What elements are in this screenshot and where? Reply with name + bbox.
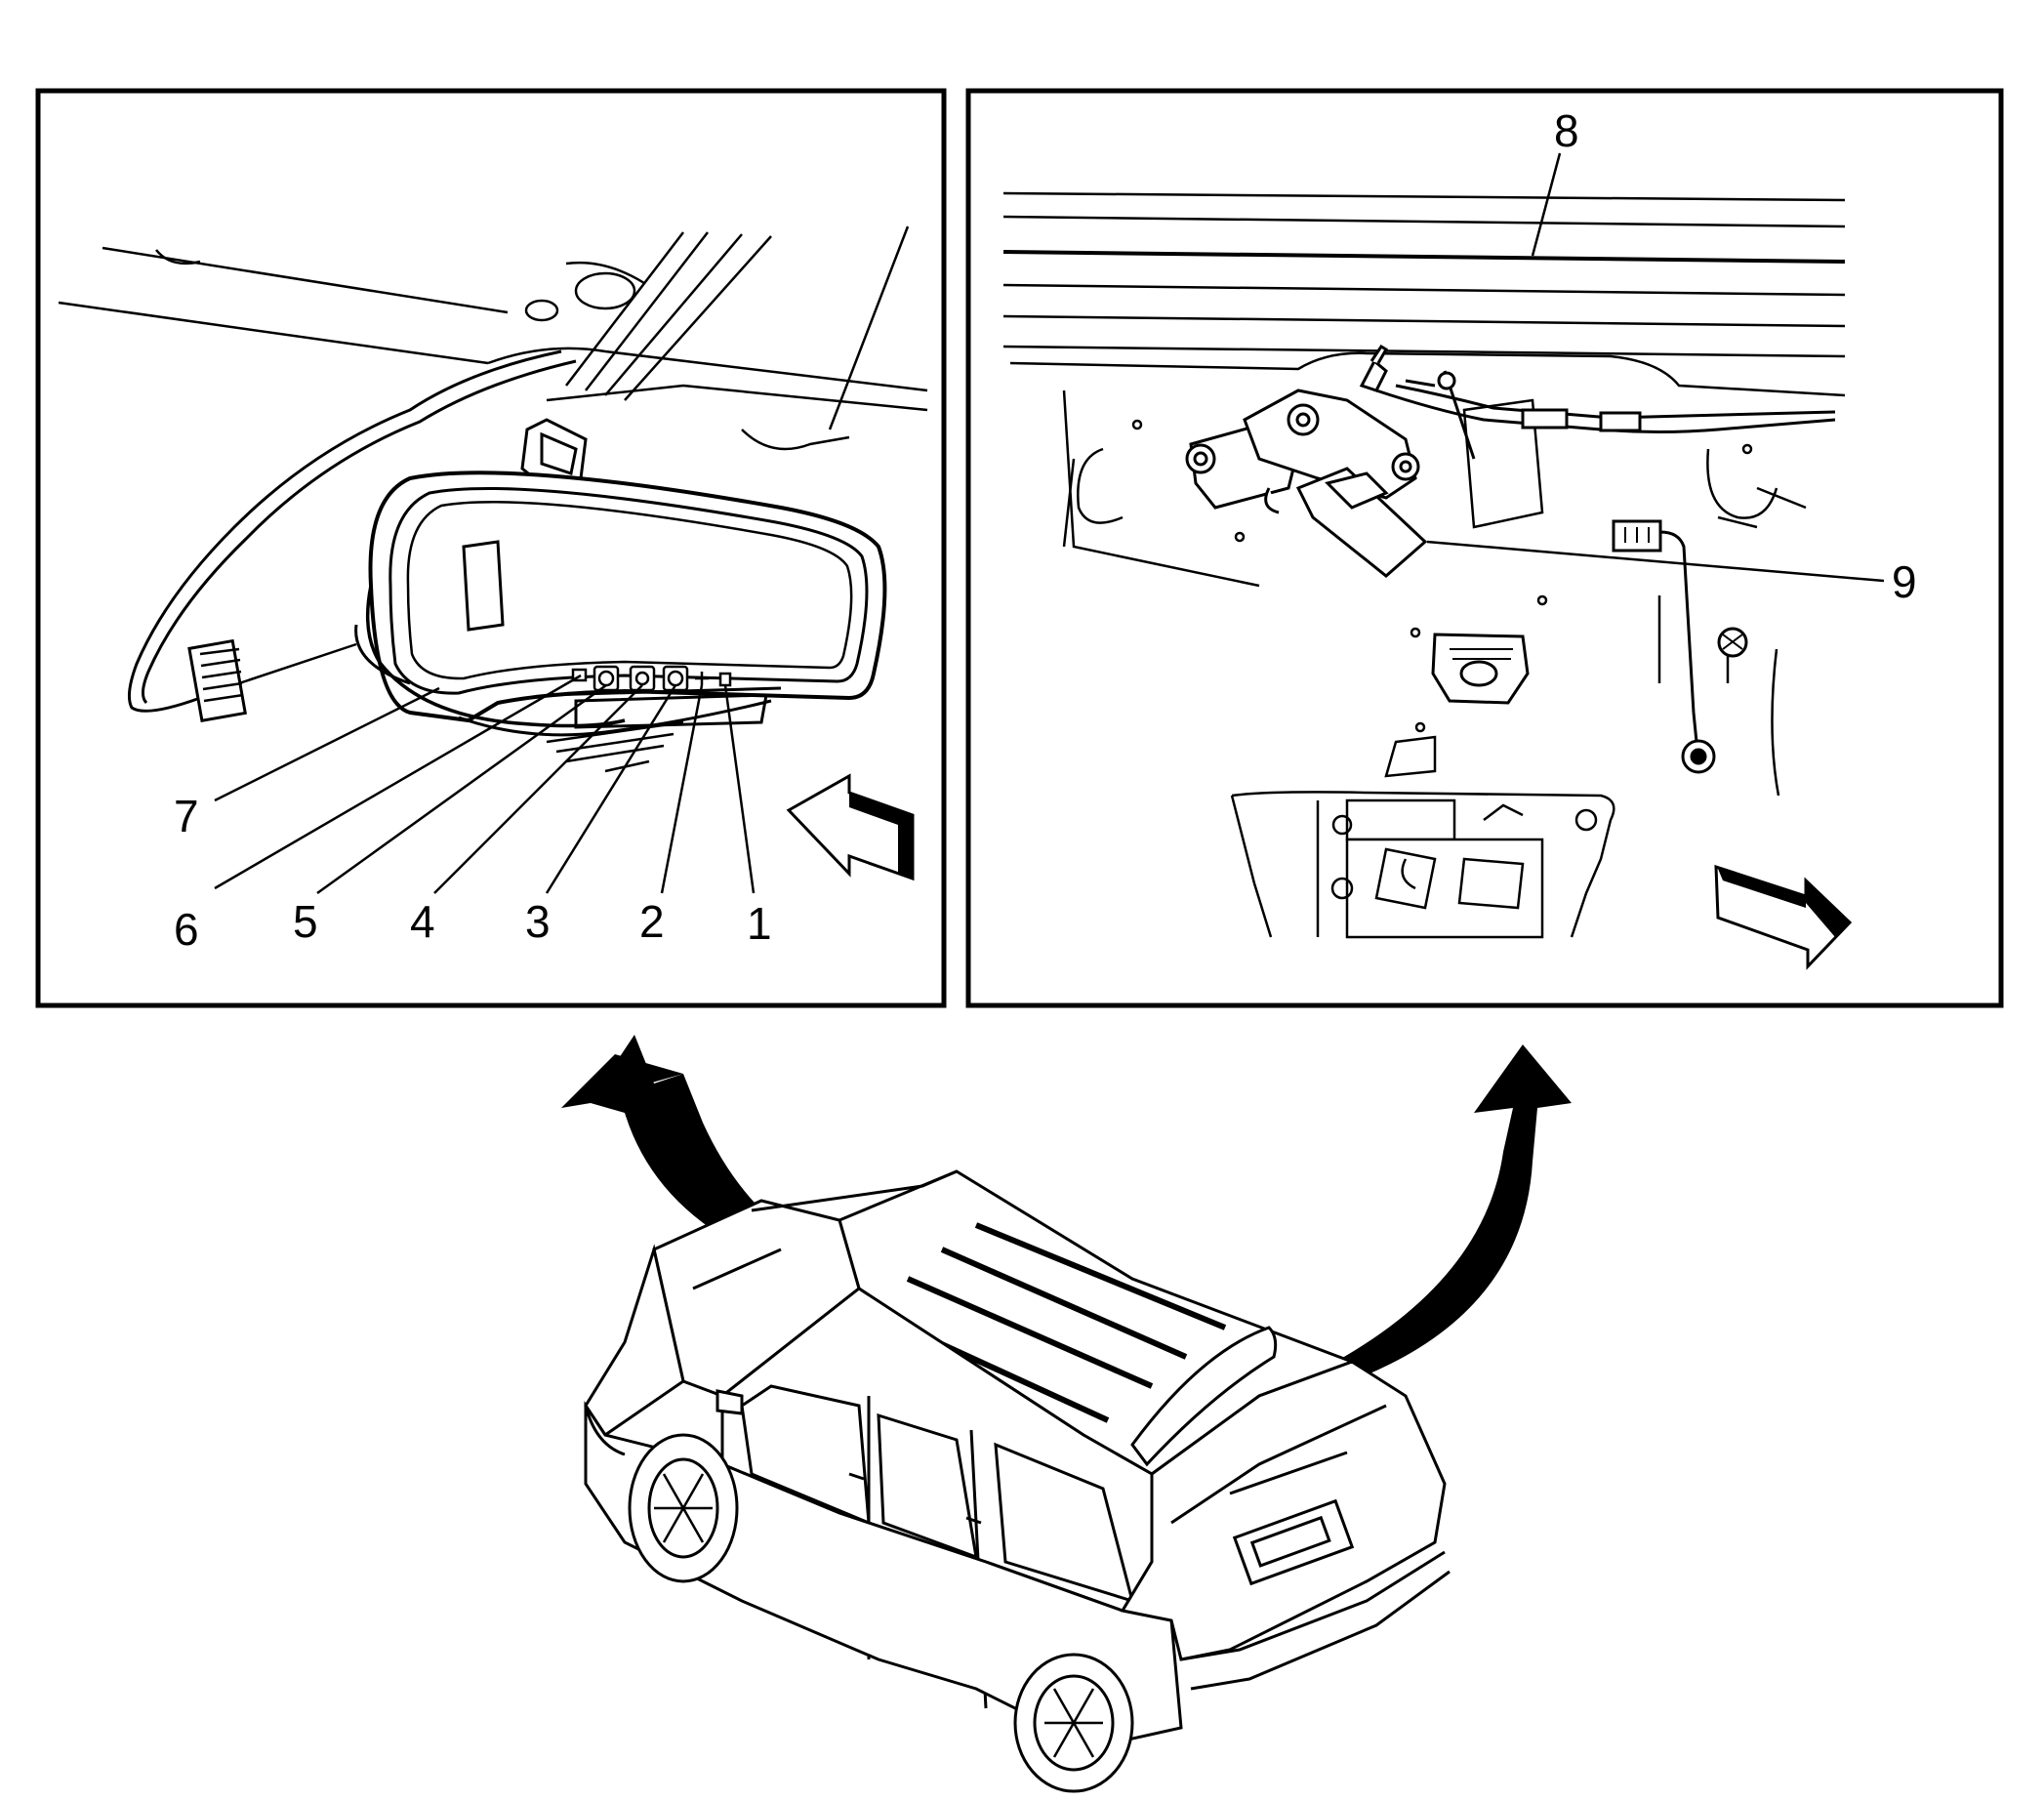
liftgate-latch <box>1230 735 1615 939</box>
rearview-mirror <box>354 471 887 737</box>
vehicle-overview <box>584 1169 1451 1793</box>
wiper-motor <box>1185 344 1428 578</box>
callout-1: 1 <box>747 898 772 949</box>
view-direction-arrow-right <box>1714 864 1853 970</box>
left-detail-panel: 7 6 5 4 3 2 1 <box>35 88 947 1008</box>
mirror-shading <box>546 720 684 773</box>
callout-8: 8 <box>1554 105 1579 156</box>
leader-lines-right <box>1426 152 1885 583</box>
liftgate-clip <box>1431 627 1748 705</box>
right-detail-panel: 8 9 <box>965 88 2004 1008</box>
callout-4: 4 <box>410 896 435 947</box>
motor-harness <box>1375 370 1836 460</box>
headliner-lines <box>58 225 928 451</box>
callout-2: 2 <box>639 896 665 947</box>
callout-5: 5 <box>293 896 318 947</box>
view-direction-arrow-left <box>786 773 915 881</box>
mirror-connector <box>187 638 247 722</box>
callout-9: 9 <box>1892 556 1917 607</box>
callout-6: 6 <box>174 904 199 955</box>
curved-locator-arrow-right <box>1308 1044 1572 1391</box>
callout-3: 3 <box>525 896 551 947</box>
leader-lines-left <box>214 642 756 895</box>
wiper-connector <box>1612 519 1716 774</box>
curved-locator-arrow-left <box>561 1035 849 1284</box>
callout-7: 7 <box>174 791 199 841</box>
mirror-mount <box>520 418 588 490</box>
rear-glass-lines <box>1002 191 1846 397</box>
mirror-harness <box>127 349 577 713</box>
